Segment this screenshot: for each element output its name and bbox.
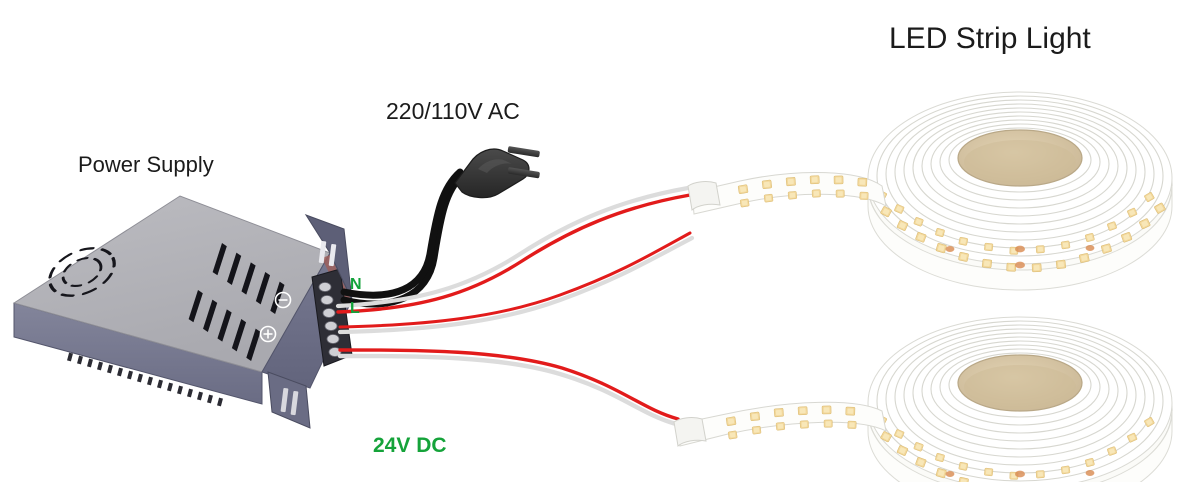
dc-wire-lower <box>337 348 680 427</box>
solder-pads-upper <box>945 245 1095 269</box>
dc-voltage-label: 24V DC <box>373 434 447 457</box>
power-supply-label: Power Supply <box>78 152 214 177</box>
terminal-screw-4 <box>324 321 338 331</box>
strip-end-cap-upper <box>687 181 721 211</box>
terminal-screw-6 <box>328 347 342 357</box>
ac-mains-cable <box>340 168 466 308</box>
polarity-markings <box>259 291 292 343</box>
strip-end-cap-lower <box>673 417 707 447</box>
terminal-screw-2 <box>320 295 334 305</box>
terminal-screw-1 <box>318 282 332 292</box>
terminal-label-n: N <box>350 276 362 293</box>
ac-plug <box>454 146 540 199</box>
led-strip-reel-lower <box>673 316 1173 482</box>
fan-vent-icon <box>48 247 116 297</box>
psu-mounting-brackets <box>267 214 353 429</box>
terminal-screw-3 <box>322 308 336 318</box>
terminal-screw-5 <box>326 334 340 344</box>
led-strip-title: LED Strip Light <box>889 22 1091 55</box>
solder-pads-lower <box>945 470 1095 478</box>
dc-wire-upper <box>335 185 695 335</box>
ac-voltage-label: 220/110V AC <box>386 98 520 124</box>
psu-bottom-vents <box>67 352 223 407</box>
psu-side-vents <box>188 243 285 361</box>
terminal-label-l: L <box>350 300 360 317</box>
plug-prongs <box>507 146 540 179</box>
led-strip-reel-upper <box>687 91 1173 291</box>
power-supply-unit <box>12 195 353 429</box>
